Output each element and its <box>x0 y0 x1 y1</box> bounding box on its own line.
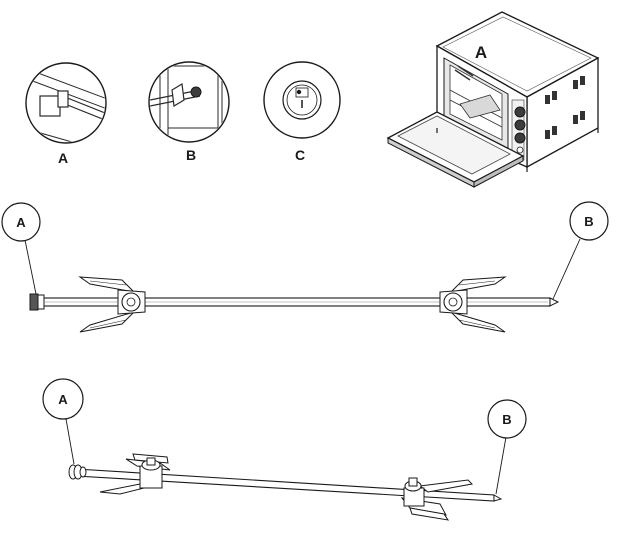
detail-c-circle <box>263 61 341 139</box>
spit-side-view <box>24 238 581 333</box>
detail-a-label: A <box>58 150 68 166</box>
callout-b-side: B <box>569 201 609 241</box>
callout-b-side-label: B <box>584 214 593 229</box>
detail-c-label: C <box>295 147 305 163</box>
callout-a-side: A <box>1 202 41 242</box>
callout-a-perspective-label: A <box>58 392 68 407</box>
detail-b-label: B <box>186 147 196 163</box>
detail-a-circle <box>25 62 107 144</box>
callout-b-perspective-label: B <box>502 412 511 427</box>
right-fork <box>439 276 507 333</box>
callout-b-perspective: B <box>487 399 527 439</box>
left-fork <box>78 276 146 333</box>
detail-b-circle <box>148 61 230 143</box>
right-fork-perspective <box>400 477 474 521</box>
oven-illustration <box>386 11 600 188</box>
callout-a-side-label: A <box>16 215 26 230</box>
spit-perspective-view <box>65 418 507 521</box>
left-fork-perspective <box>99 453 171 495</box>
callout-a-perspective: A <box>42 378 84 420</box>
oven-callout-label: A <box>475 43 487 62</box>
